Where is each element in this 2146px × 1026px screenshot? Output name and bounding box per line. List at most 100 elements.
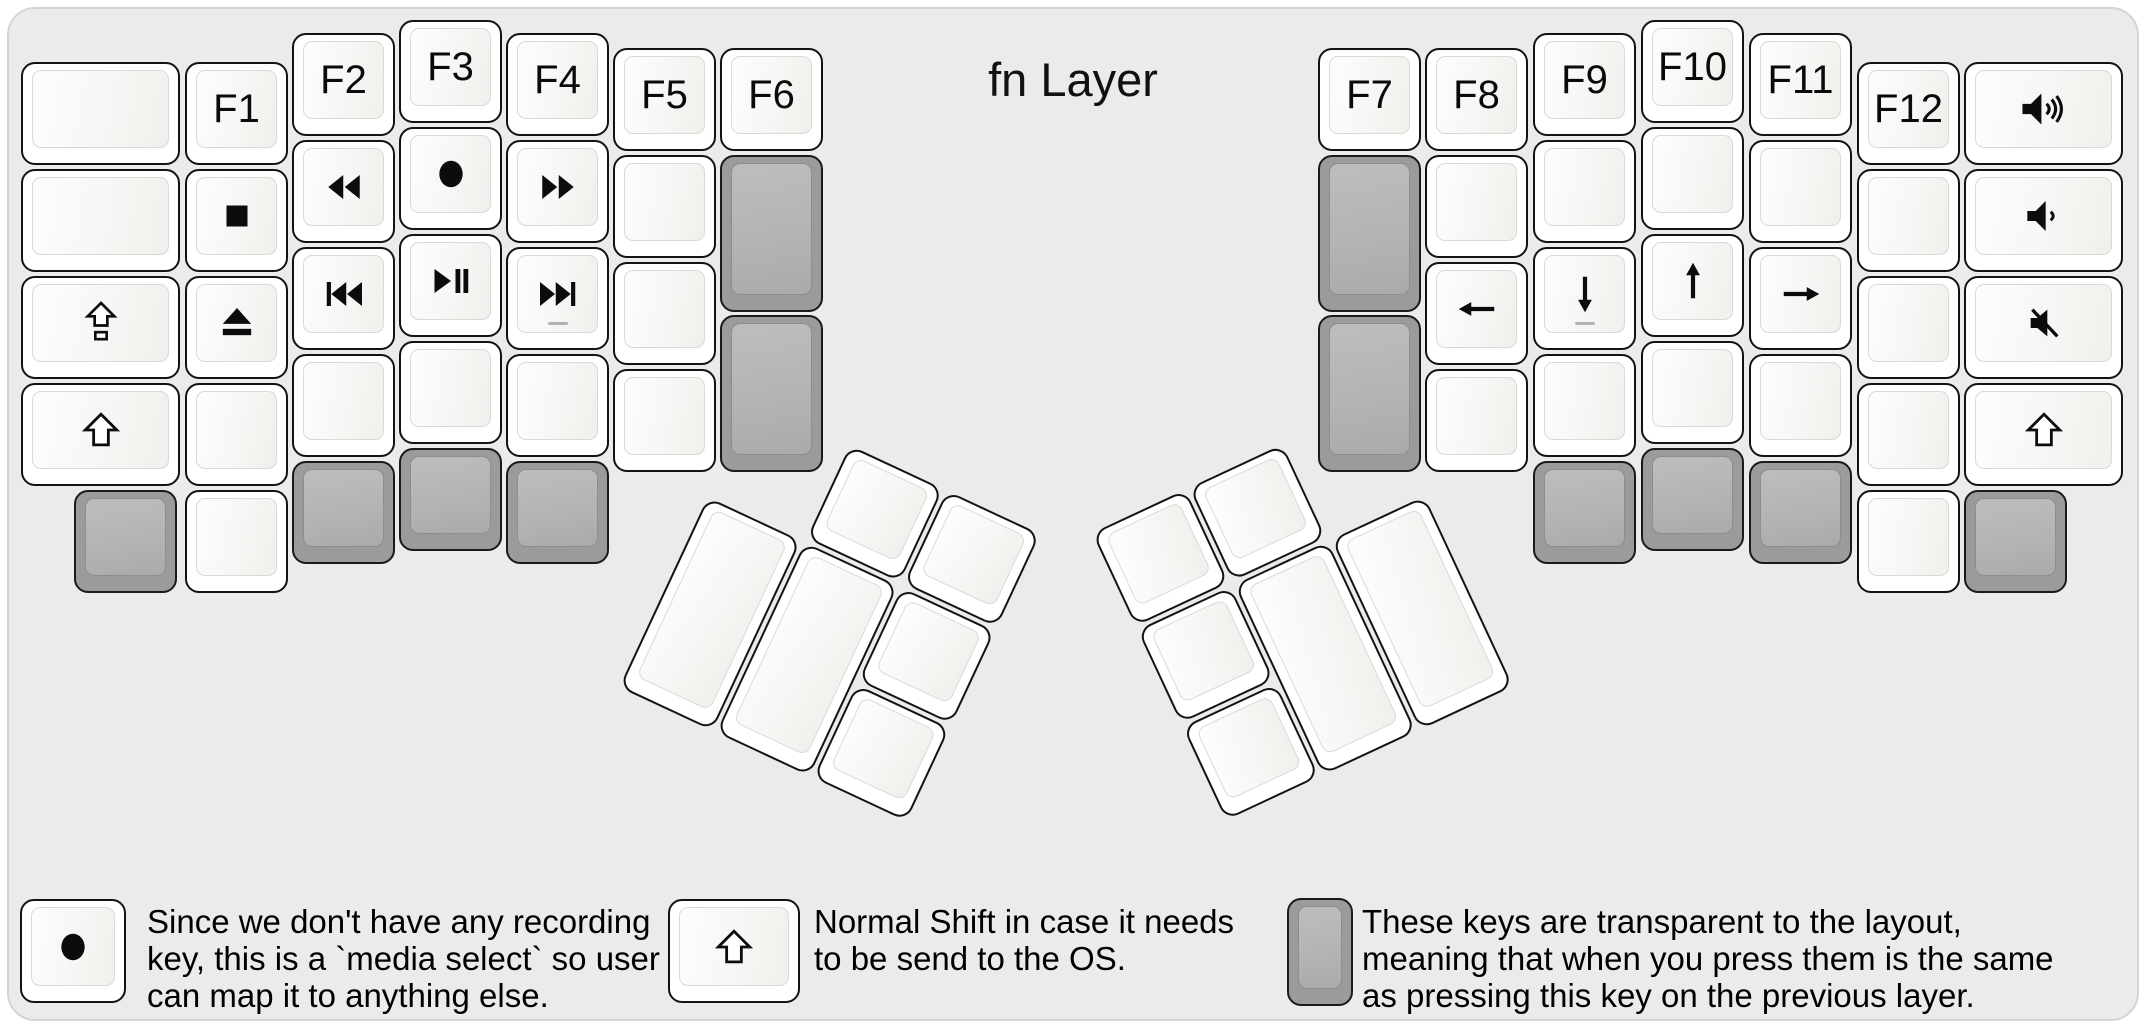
key-blank[interactable] (1425, 155, 1528, 258)
key-blank[interactable] (292, 354, 395, 457)
key-f12[interactable]: F12 (1857, 62, 1960, 165)
key-transparent[interactable] (292, 461, 395, 564)
key-transparent[interactable] (1749, 461, 1852, 564)
key-arrow-right[interactable] (1749, 247, 1852, 350)
key-arrow-up[interactable] (1641, 234, 1744, 337)
key-play-pause[interactable] (399, 234, 502, 337)
keytop (1975, 498, 2056, 576)
key-transparent[interactable] (720, 155, 823, 312)
legend-line: key, this is a `media select` so user (147, 940, 660, 977)
key-blank[interactable] (613, 369, 716, 472)
key-transparent[interactable] (399, 448, 502, 551)
key-blank[interactable] (1857, 169, 1960, 272)
key-volume-down[interactable] (1964, 169, 2123, 272)
key-blank[interactable] (1641, 341, 1744, 444)
key-f9[interactable]: F9 (1533, 33, 1636, 136)
key-blank[interactable] (399, 341, 502, 444)
key-next-track[interactable] (506, 247, 609, 350)
keytop (32, 391, 169, 469)
key-shift[interactable] (1964, 383, 2123, 486)
key-blank[interactable] (1857, 276, 1960, 379)
key-f8[interactable]: F8 (1425, 48, 1528, 151)
keytop (1975, 177, 2112, 255)
key-f2[interactable]: F2 (292, 33, 395, 136)
key-shift[interactable] (21, 383, 180, 486)
key-blank[interactable] (1641, 127, 1744, 230)
key-blank[interactable] (21, 169, 180, 272)
key-f6[interactable]: F6 (720, 48, 823, 151)
key-transparent[interactable] (1318, 315, 1421, 472)
key-blank[interactable] (1749, 354, 1852, 457)
key-arrow-down[interactable] (1533, 247, 1636, 350)
keytop (410, 242, 491, 320)
keytop (1195, 695, 1303, 801)
key-transparent[interactable] (1318, 155, 1421, 312)
key-rewind[interactable] (292, 140, 395, 243)
key-transparent[interactable] (74, 490, 177, 593)
key-blank[interactable] (1857, 490, 1960, 593)
key-blank[interactable] (1425, 369, 1528, 472)
key-blank[interactable] (1749, 140, 1852, 243)
voldown-icon (2024, 196, 2064, 236)
key-fast-forward[interactable] (506, 140, 609, 243)
keytop (1868, 498, 1949, 576)
key-blank[interactable] (1533, 140, 1636, 243)
record-icon (55, 927, 91, 967)
keytop: F4 (517, 41, 598, 119)
keytop (1329, 163, 1410, 295)
key-volume-up[interactable] (1964, 62, 2123, 165)
key-f10[interactable]: F10 (1641, 20, 1744, 123)
volup-icon (2019, 88, 2069, 130)
key-f3[interactable]: F3 (399, 20, 502, 123)
key-record[interactable] (399, 127, 502, 230)
key-prev-track[interactable] (292, 247, 395, 350)
keytop (410, 456, 491, 534)
legend-key-media-select[interactable] (20, 899, 126, 1003)
key-label: F3 (427, 44, 474, 89)
keytop (679, 907, 789, 986)
legend-key-transparent[interactable] (1287, 898, 1353, 1006)
key-blank[interactable] (185, 490, 288, 593)
keytop (1329, 323, 1410, 455)
keytop (1150, 598, 1257, 704)
keytop (1975, 284, 2112, 362)
key-f1[interactable]: F1 (185, 62, 288, 165)
key-f7[interactable]: F7 (1318, 48, 1421, 151)
keytop (823, 457, 930, 563)
key-blank[interactable] (185, 383, 288, 486)
key-transparent[interactable] (1533, 461, 1636, 564)
key-label: F6 (748, 72, 795, 117)
key-mute[interactable] (1964, 276, 2123, 379)
keytop (1652, 135, 1733, 213)
legend-key-shift[interactable] (668, 899, 800, 1003)
key-transparent[interactable] (720, 315, 823, 472)
key-caps-shift[interactable] (21, 276, 180, 379)
key-stop[interactable] (185, 169, 288, 272)
keytop (31, 907, 115, 986)
key-blank[interactable] (613, 262, 716, 365)
key-f11[interactable]: F11 (1749, 33, 1852, 136)
key-f4[interactable]: F4 (506, 33, 609, 136)
key-blank[interactable] (506, 354, 609, 457)
key-transparent[interactable] (1964, 490, 2067, 593)
keytop (624, 163, 705, 241)
keytop: F5 (624, 56, 705, 134)
key-blank[interactable] (1533, 354, 1636, 457)
homing-dash (1574, 321, 1595, 325)
keytop (32, 177, 169, 255)
keytop (1436, 270, 1517, 348)
legend-line: meaning that when you press them is the … (1362, 940, 2054, 977)
key-blank[interactable] (21, 62, 180, 165)
key-blank[interactable] (613, 155, 716, 258)
key-transparent[interactable] (1641, 448, 1744, 551)
keytop (1544, 148, 1625, 226)
key-blank[interactable] (1857, 383, 1960, 486)
key-transparent[interactable] (506, 461, 609, 564)
keytop: F8 (1436, 56, 1517, 134)
key-f5[interactable]: F5 (613, 48, 716, 151)
key-arrow-left[interactable] (1425, 262, 1528, 365)
key-eject[interactable] (185, 276, 288, 379)
record-icon (433, 154, 469, 194)
rewind-icon (324, 169, 364, 205)
